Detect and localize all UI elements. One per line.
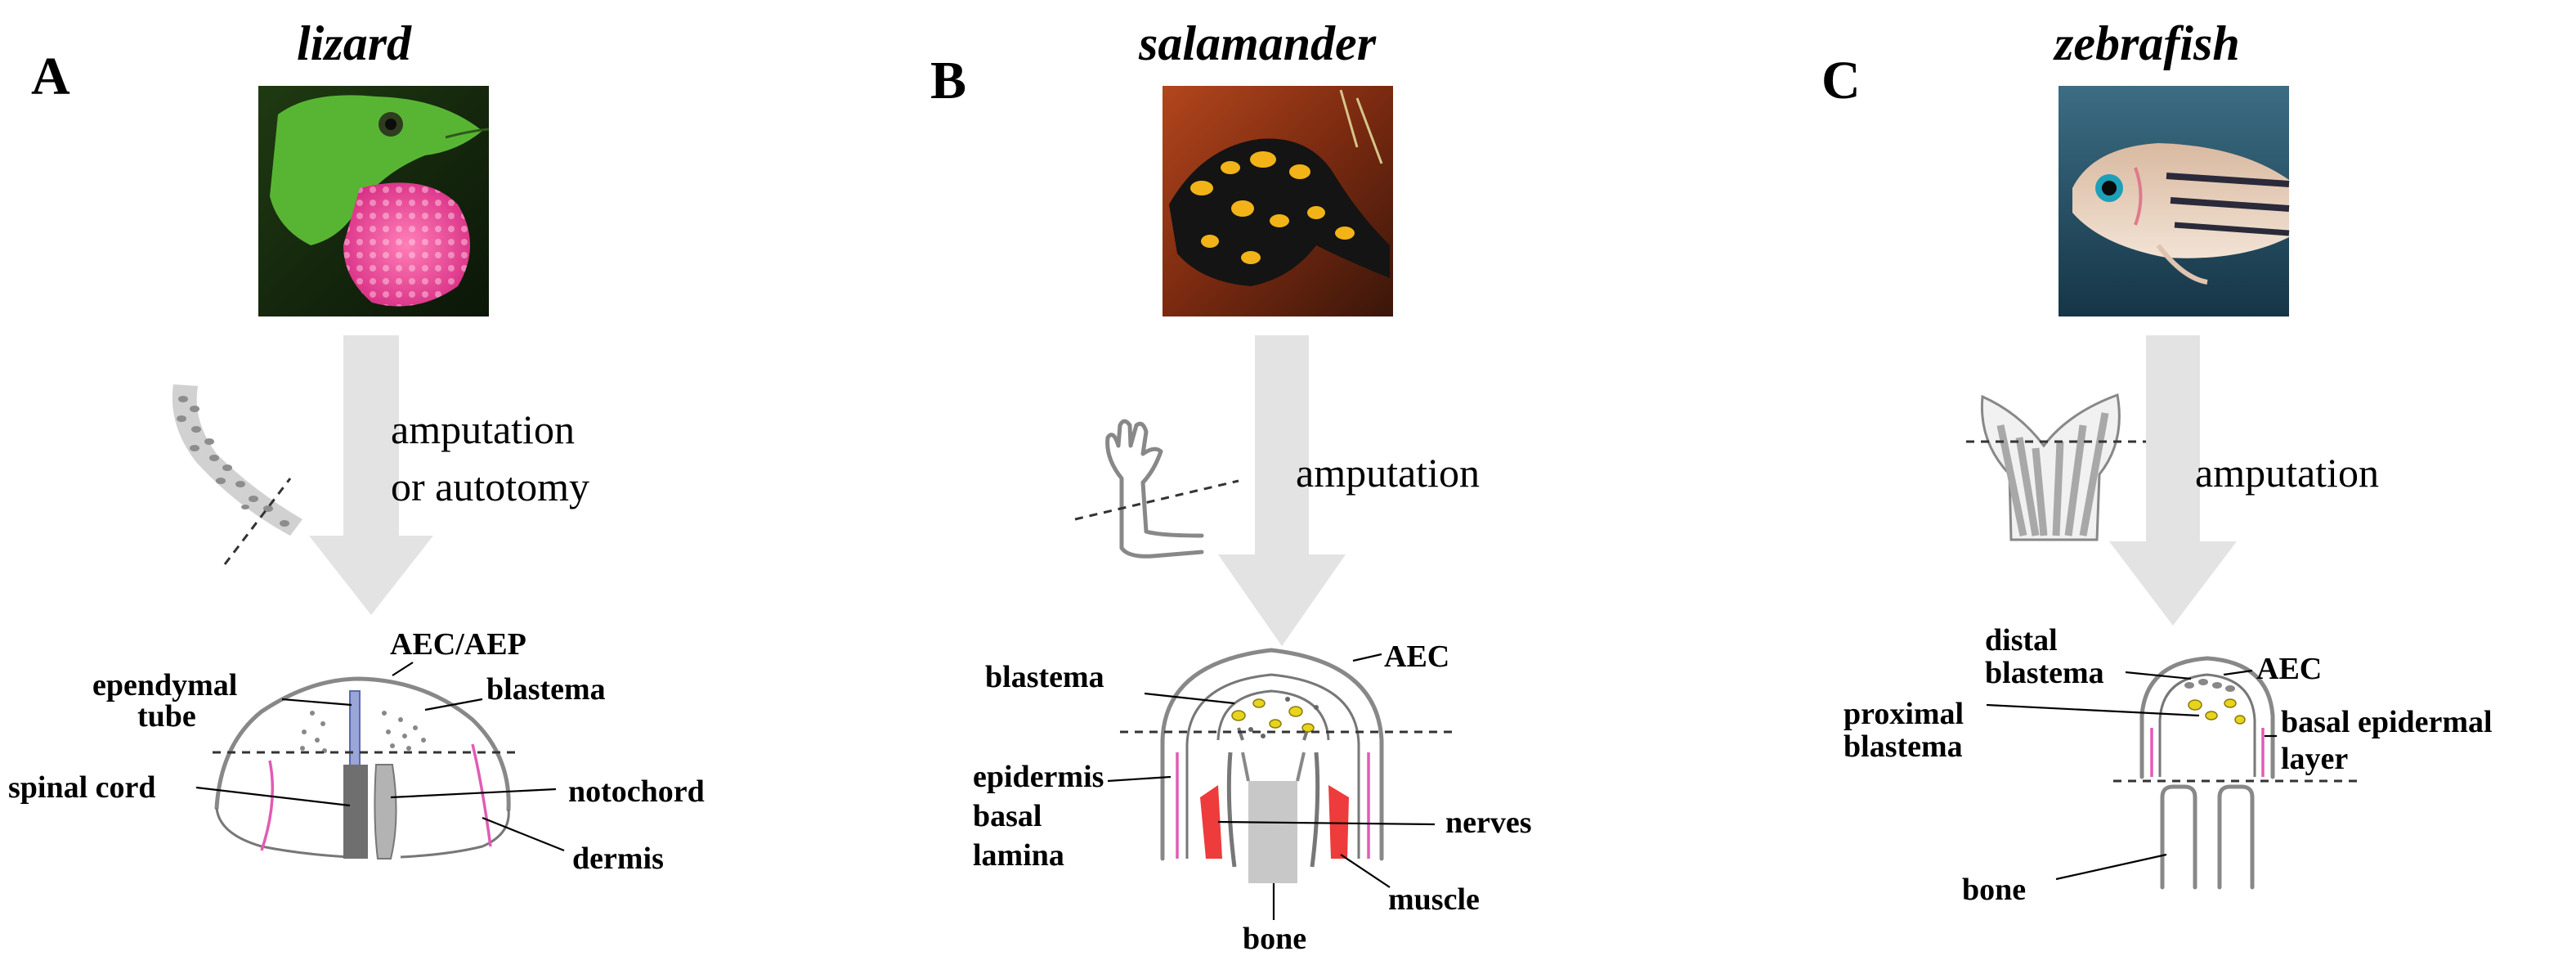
arrow-b	[1218, 335, 1346, 646]
panel-letter-c: C	[1821, 51, 1861, 110]
label-distal-1: distal	[1985, 623, 2058, 658]
zebrafish-photo	[2059, 86, 2290, 316]
zebrafish-blastema-schematic	[1986, 656, 2359, 890]
label-bone-b: bone	[1243, 922, 1306, 956]
label-proximal-2: blastema	[1844, 729, 1963, 764]
label-nerves: nerves	[1445, 806, 1532, 840]
animal-name-lizard: lizard	[297, 16, 412, 70]
label-aec-c: AEC	[2256, 652, 2322, 686]
salamander-photo	[1163, 86, 1393, 316]
label-notochord: notochord	[568, 774, 705, 809]
label-basal-b: basal	[973, 799, 1042, 833]
animal-name-zebrafish: zebrafish	[2053, 16, 2240, 70]
label-ependymal-1: ependymal	[92, 668, 237, 702]
label-bone-c: bone	[1962, 873, 2026, 907]
panel-a: A lizard amputation or autotomy	[8, 16, 705, 876]
label-spinal-cord: spinal cord	[8, 770, 156, 805]
label-muscle: muscle	[1388, 882, 1480, 917]
arrow-label-a-2: or autotomy	[391, 464, 589, 509]
label-aec-b: AEC	[1384, 640, 1449, 674]
label-ependymal-2: tube	[137, 699, 196, 734]
panel-b: B salamander amputati	[930, 16, 1532, 956]
label-blastema-a: blastema	[486, 672, 606, 707]
zebrafish-fin-sketch	[1966, 393, 2146, 541]
label-distal-2: blastema	[1985, 656, 2104, 690]
arrow-label-a-1: amputation	[391, 406, 575, 452]
panel-letter-b: B	[930, 51, 966, 110]
salamander-blastema-schematic	[1107, 648, 1455, 920]
lizard-photo	[258, 86, 490, 316]
label-lamina: lamina	[973, 838, 1064, 873]
label-basal-epidermal-1: basal epidermal	[2281, 705, 2493, 739]
label-aec-aep: AEC/AEP	[390, 627, 526, 662]
lizard-blastema-schematic	[195, 662, 565, 860]
arrow-label-b: amputation	[1296, 450, 1480, 496]
animal-name-salamander: salamander	[1138, 16, 1377, 70]
lizard-tail-sketch	[172, 384, 302, 565]
arrow-a	[309, 335, 433, 615]
arrow-c	[2109, 335, 2237, 626]
label-proximal-1: proximal	[1844, 697, 1964, 731]
label-dermis: dermis	[572, 842, 664, 876]
panel-c: C zebrafish amputation	[1821, 16, 2493, 907]
salamander-limb-sketch	[1074, 419, 1239, 559]
arrow-label-c: amputation	[2195, 450, 2379, 496]
label-epidermis: epidermis	[973, 760, 1104, 794]
label-basal-epidermal-2: layer	[2281, 742, 2348, 776]
panel-letter-a: A	[31, 47, 70, 106]
label-blastema-b: blastema	[985, 660, 1104, 694]
